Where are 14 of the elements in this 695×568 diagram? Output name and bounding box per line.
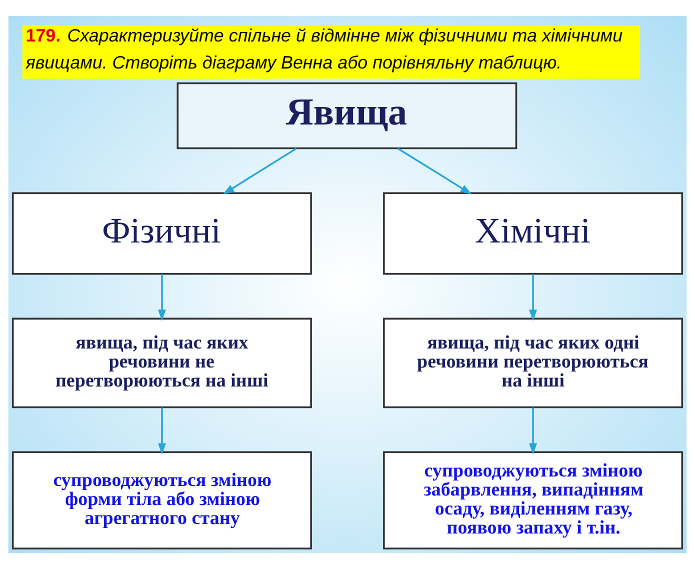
node-box: Хімічні: [383, 192, 684, 274]
node-box: явища, під час яких речовини не перетворюються на інші: [12, 317, 312, 408]
node-box: Фізичні: [12, 192, 312, 274]
node-box: супроводжуються зміною форми тіла або зміною агрегатного стану: [12, 450, 312, 549]
arrow: [158, 274, 166, 321]
arrow: [397, 147, 472, 194]
node-box: супроводжуються зміною забарвлення, випадінням осаду, виділенням газу, появою запаху і т.ін.: [383, 450, 684, 549]
arrow: [222, 147, 297, 194]
diagram-title: 179. Схарактеризуйте спільне й відмінне між фізичними та хімічними явищами. Створіть діаграму Венна або порівняльну таблицю.: [26, 25, 623, 72]
arrow: [529, 274, 538, 321]
node-box: явища, під час яких одні речовини перетворюються на інші: [383, 317, 684, 408]
arrow: [529, 407, 538, 454]
arrow: [158, 407, 166, 454]
node-box: Явища: [176, 82, 518, 149]
